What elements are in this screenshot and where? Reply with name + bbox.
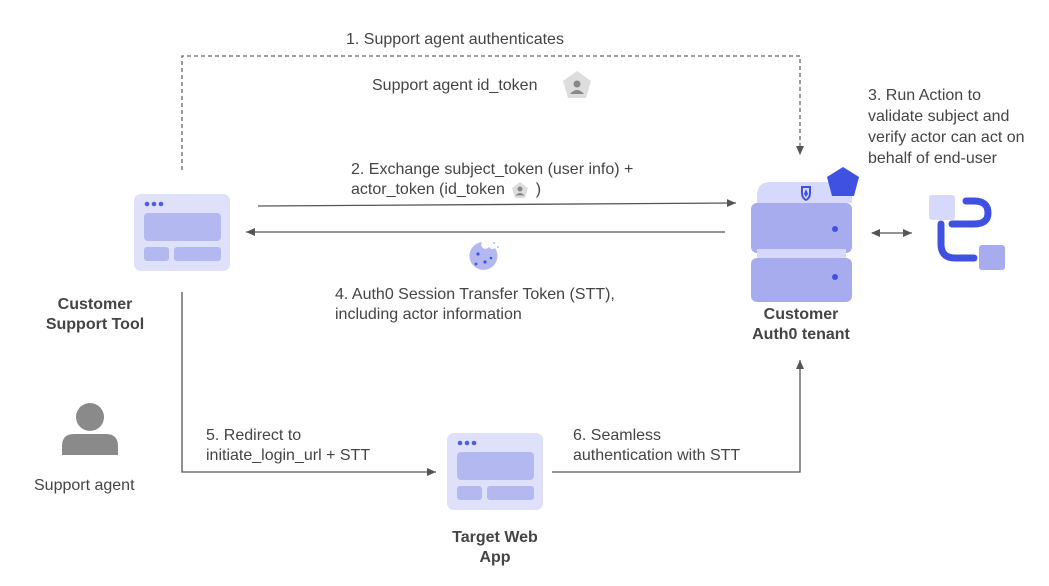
web-app-label: Target Web App — [430, 528, 560, 568]
step1-id-token-label: Support agent id_token — [372, 77, 538, 94]
support-tool-label: Customer Support Tool — [30, 295, 160, 335]
web-app-label-line2: App — [479, 549, 511, 566]
support-tool-label-line2: Support Tool — [45, 316, 145, 333]
auth0-tenant-label-line2: Auth0 tenant — [752, 326, 850, 343]
step3-label-line1: 3. Run Action to — [868, 87, 981, 104]
action-icon — [929, 195, 1005, 270]
auth0-tenant-label-line1: Customer — [763, 306, 839, 323]
step1-dashed-arrow — [181, 55, 804, 170]
step1-label: 1. Support agent authenticates — [346, 31, 564, 48]
step5-arrow — [181, 292, 436, 476]
support-agent-label: Support agent — [34, 477, 135, 494]
step4-label-line2: including actor information — [335, 306, 522, 323]
step6-arrow — [552, 360, 804, 473]
auth0-tenant-server-icon — [751, 167, 859, 302]
step3-label-line4: behalf of end-user — [868, 150, 997, 167]
step2-label-post: ) — [535, 181, 542, 198]
support-tool-label-line1: Customer — [57, 296, 133, 313]
step5-label-line2: initiate_login_url + STT — [206, 447, 371, 464]
step2-arrow — [257, 199, 737, 208]
step2-label-line2: actor_token (id_token ) — [351, 180, 541, 200]
web-app-window-icon — [447, 433, 543, 510]
step4-label-line1: 4. Auth0 Session Transfer Token (STT), — [335, 286, 615, 303]
step3-label-line3: verify actor can act on — [868, 129, 1025, 146]
support-tool-window-icon — [134, 194, 230, 271]
id-token-badge-icon — [563, 71, 591, 98]
step6-label-line2: authentication with STT — [573, 447, 741, 464]
web-app-label-line1: Target Web — [452, 529, 538, 546]
step5-label-line1: 5. Redirect to — [206, 427, 302, 444]
step6-label-line1: 6. Seamless — [573, 427, 662, 444]
step3-label-line2: validate subject and — [868, 108, 1010, 125]
step2-label-line1: 2. Exchange subject_token (user info) + — [351, 161, 634, 178]
support-agent-person-icon — [62, 403, 118, 455]
session-token-cookie-icon — [469, 242, 499, 270]
auth0-tenant-label: Customer Auth0 tenant — [735, 305, 867, 345]
id-token-inline-icon — [512, 181, 529, 198]
step2-label-pre: actor_token (id_token — [351, 181, 505, 198]
